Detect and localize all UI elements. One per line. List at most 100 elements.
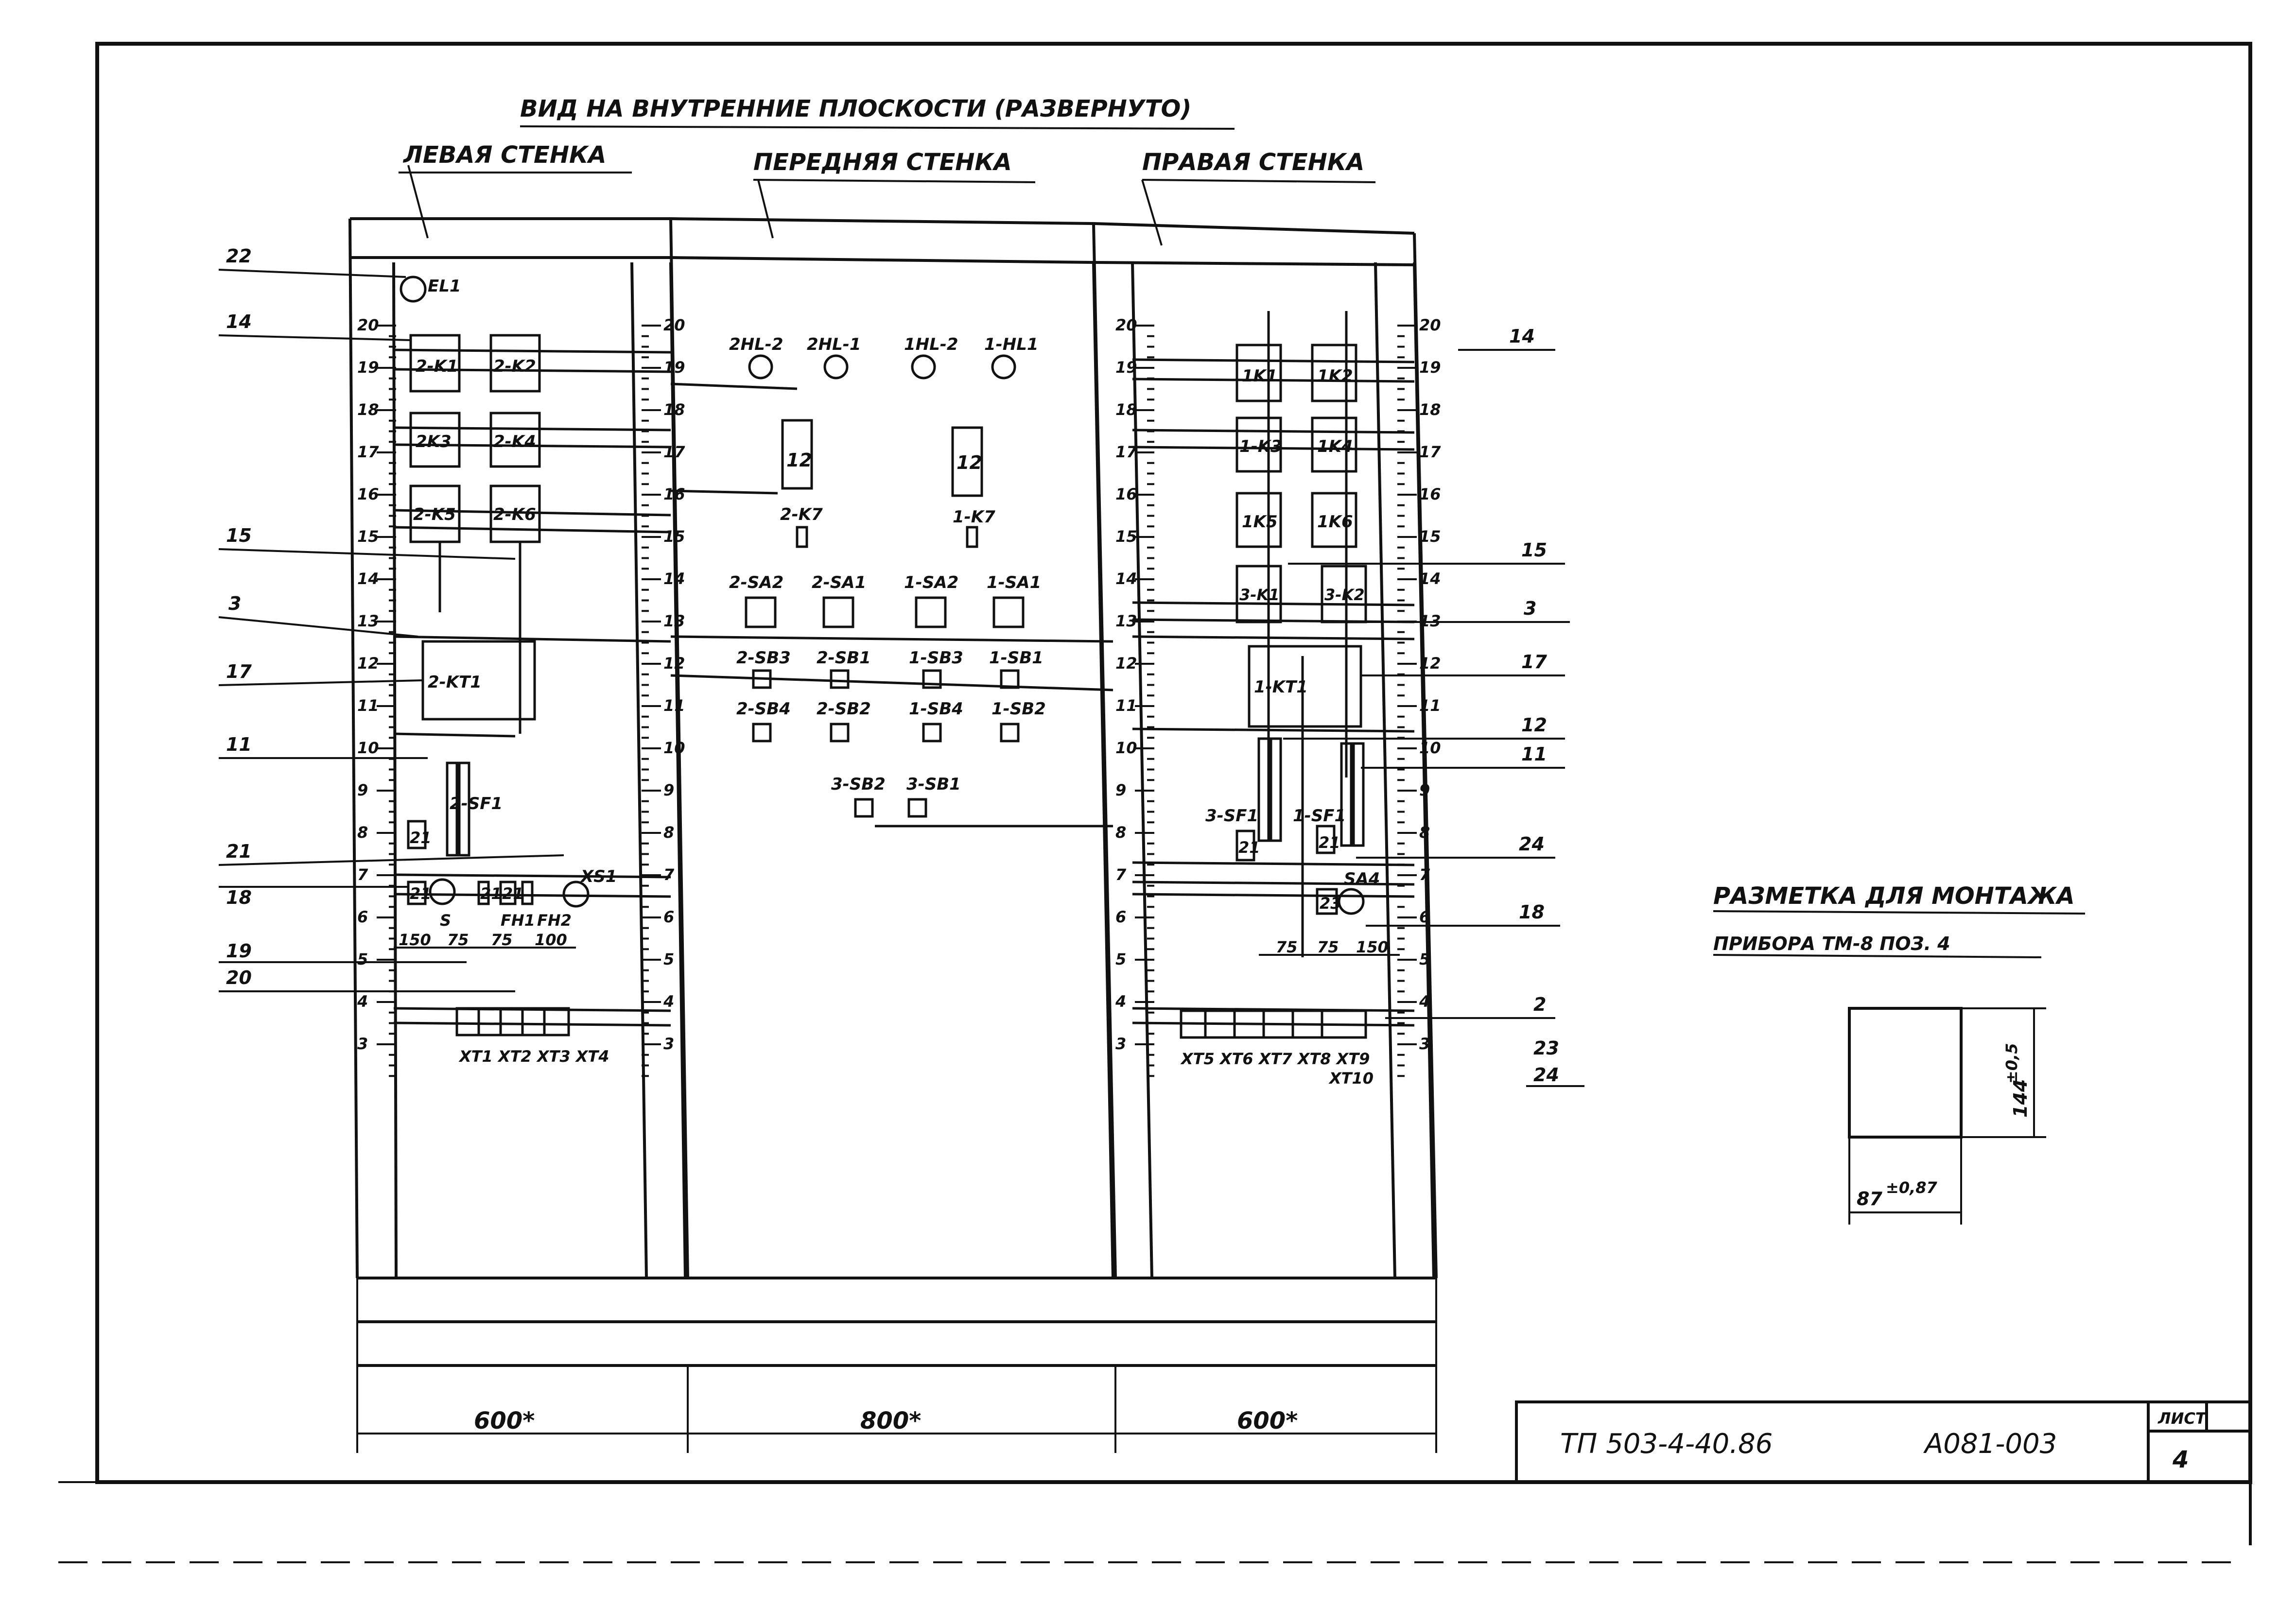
relay-label: 2-K6 (493, 505, 536, 524)
mounting-note-line1: РАЗМЕТКА ДЛЯ МОНТАЖА (1713, 882, 2075, 910)
callout-number: 11 (1521, 743, 1547, 765)
scale-number: 6 (663, 908, 674, 926)
cutout-height-tolerance: ±0,5 (2002, 1043, 2021, 1084)
callout-number: 14 (226, 311, 252, 332)
scale-number: 4 (663, 992, 674, 1011)
relay-label: 1-K3 (1239, 437, 1282, 456)
callout-number: 24 (1519, 833, 1545, 855)
scale-number: 5 (1419, 950, 1430, 968)
scale-number: 18 (663, 400, 685, 419)
scale-number: 8 (1115, 823, 1126, 842)
fuse-label: FH1 (501, 911, 535, 930)
scale-number: 11 (357, 696, 379, 715)
box-label: 21 (1319, 833, 1340, 852)
scale-number: 9 (357, 781, 368, 799)
scale-number: 3 (1419, 1035, 1430, 1053)
callout-number: 12 (1521, 714, 1547, 736)
box-label: 21 (480, 884, 502, 903)
callout-number: 3 (1524, 598, 1536, 619)
scale-labels: 20 19 18 17 16 15 14 13 12 11 10 9 8 7 6 5 4 3 20 19 18 17 16 1… (357, 316, 1441, 1053)
scale-number: 4 (1419, 992, 1430, 1011)
scale-number: 14 (1419, 570, 1441, 588)
relay-label: 1K5 (1242, 512, 1278, 532)
scale-number: 7 (1419, 865, 1430, 884)
callout-number: 3 (228, 593, 241, 614)
scale-number: 17 (1115, 443, 1137, 461)
socket-label: XS1 (580, 867, 617, 886)
lamp-label: 2HL-1 (807, 335, 861, 354)
button-label: 3-SB2 (831, 775, 886, 794)
spacing-dim: 75 (447, 931, 469, 949)
scale-number: 14 (1115, 570, 1137, 588)
scale-number: 9 (1115, 781, 1126, 799)
callout-number: 11 (226, 734, 252, 755)
fuse-label: FH2 (537, 911, 572, 930)
callout-number: 15 (226, 525, 252, 546)
din-rails (393, 348, 1415, 1027)
scale-number: 13 (663, 612, 685, 630)
relay-label: 3-K2 (1324, 586, 1365, 604)
callout-number: 17 (1521, 651, 1547, 673)
spacing-dim: 100 (535, 931, 567, 949)
block-label: 12 (957, 452, 982, 473)
title-block (1515, 1400, 2252, 1484)
sheet-label: ЛИСТ (2157, 1409, 2207, 1428)
scale-number: 12 (1419, 654, 1441, 673)
relay-label: 1K4 (1317, 437, 1353, 456)
breaker-label: 2-SF1 (450, 794, 503, 813)
scale-number: 16 (1115, 485, 1137, 503)
callout-number: 18 (1519, 901, 1545, 923)
button-label: 2-SB2 (817, 699, 871, 719)
scale-number: 18 (357, 400, 379, 419)
lamp-label: 1HL-2 (904, 335, 958, 354)
scale-number: 15 (663, 527, 685, 546)
button-label: 3-SB1 (906, 775, 961, 794)
switch-label: 1-SA2 (904, 573, 958, 592)
scale-number: 20 (357, 316, 379, 334)
scale-number: 6 (1419, 908, 1430, 926)
scale-number: 8 (357, 823, 368, 842)
scale-number: 10 (1115, 739, 1137, 757)
scale-number: 13 (1115, 612, 1137, 630)
scale-number: 17 (663, 443, 685, 461)
scale-number: 4 (1115, 992, 1126, 1011)
front-wall-title: ПЕРЕДНЯЯ СТЕНКА (753, 149, 1012, 176)
switch-label: 1-SA1 (987, 573, 1041, 592)
front-wall-components (745, 354, 1025, 818)
scale-number: 16 (1419, 485, 1441, 503)
callout-number: 21 (226, 841, 252, 862)
relay-label: 3-K1 (1239, 586, 1280, 604)
relay-label: 2-K5 (413, 505, 456, 524)
left-wall-title: ЛЕВАЯ СТЕНКА (402, 141, 606, 169)
scale-number: 12 (663, 654, 685, 673)
switch-label: 2-SA2 (729, 573, 783, 592)
cutout-height: 144 (2010, 1079, 2031, 1118)
scale-number: 6 (1115, 908, 1126, 926)
scale-number: 20 (663, 316, 685, 334)
callout-number: 15 (1521, 539, 1547, 561)
relay-label: 2-K7 (780, 505, 823, 524)
scale-number: 18 (1115, 400, 1137, 419)
scale-number: 9 (1419, 781, 1430, 799)
timer-label: 2-KT1 (428, 673, 482, 692)
scale-number: 3 (663, 1035, 674, 1053)
drawing-frame (95, 42, 2252, 1484)
button-label: 1-SB3 (909, 648, 963, 668)
terminal-label: XT10 (1328, 1069, 1374, 1088)
scale-number: 15 (1115, 527, 1137, 546)
lamp-label: 2HL-2 (729, 335, 783, 354)
button-label: 1-SB1 (989, 648, 1044, 668)
mounting-note-line2: ПРИБОРА ТМ-8 ПОЗ. 4 (1713, 933, 1950, 954)
scale-number: 10 (1419, 739, 1441, 757)
scale-number: 4 (357, 992, 368, 1011)
relay-label: 1-K7 (953, 507, 995, 527)
switch-label: 2-SA1 (812, 573, 866, 592)
scale-number: 17 (1419, 443, 1441, 461)
switch-label: SA4 (1344, 869, 1380, 889)
scale-number: 20 (1419, 316, 1441, 334)
scale-number: 19 (663, 358, 685, 377)
scale-number: 19 (357, 358, 379, 377)
scale-number: 7 (357, 865, 368, 884)
callout-number: 17 (226, 661, 252, 682)
